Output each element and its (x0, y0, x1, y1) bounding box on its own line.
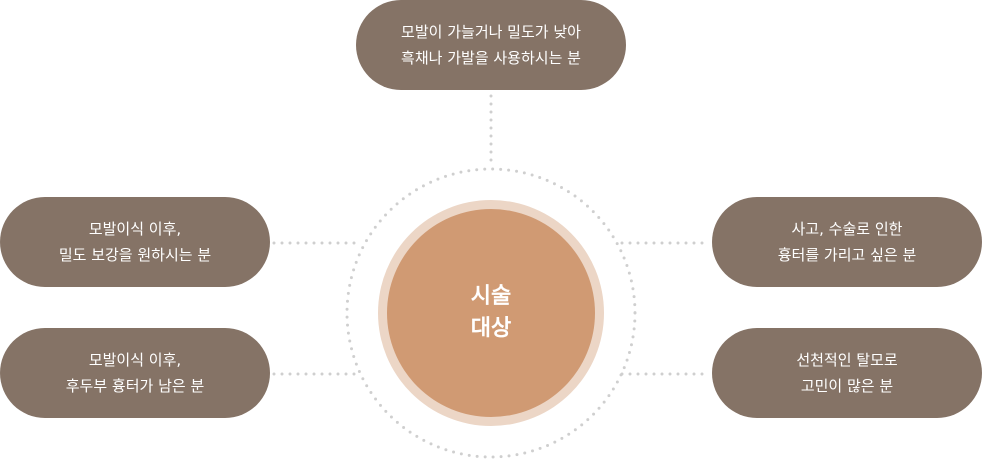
center-target-circle: 시술 대상 (387, 209, 595, 417)
target-node-upper-left: 모발이식 이후, 밀도 보강을 원하시는 분 (0, 197, 270, 287)
target-node-lower-left: 모발이식 이후, 후두부 흉터가 남은 분 (0, 328, 270, 418)
node-top-line1: 모발이 가늘거나 밀도가 낮아 (401, 23, 581, 41)
node-lower-right-line2: 고민이 많은 분 (800, 377, 894, 395)
node-lower-right-line1: 선천적인 탈모로 (796, 351, 898, 369)
node-lower-left-line2: 후두부 흉터가 남은 분 (65, 377, 205, 395)
node-upper-left-line1: 모발이식 이후, (88, 220, 182, 238)
center-label-line2: 대상 (470, 316, 512, 341)
target-node-upper-right: 사고, 수술로 인한 흉터를 가리고 싶은 분 (712, 197, 982, 287)
node-top-line2: 흑채나 가발을 사용하시는 분 (401, 49, 581, 67)
node-upper-right-line1: 사고, 수술로 인한 (791, 220, 903, 238)
node-upper-right-line2: 흉터를 가리고 싶은 분 (777, 246, 917, 264)
target-node-lower-right: 선천적인 탈모로 고민이 많은 분 (712, 328, 982, 418)
target-node-top: 모발이 가늘거나 밀도가 낮아 흑채나 가발을 사용하시는 분 (356, 0, 626, 90)
center-label-line1: 시술 (470, 284, 512, 309)
node-lower-left-line1: 모발이식 이후, (88, 351, 182, 369)
node-upper-left-line2: 밀도 보강을 원하시는 분 (58, 246, 212, 264)
dotted-orbit-circle (345, 167, 637, 459)
